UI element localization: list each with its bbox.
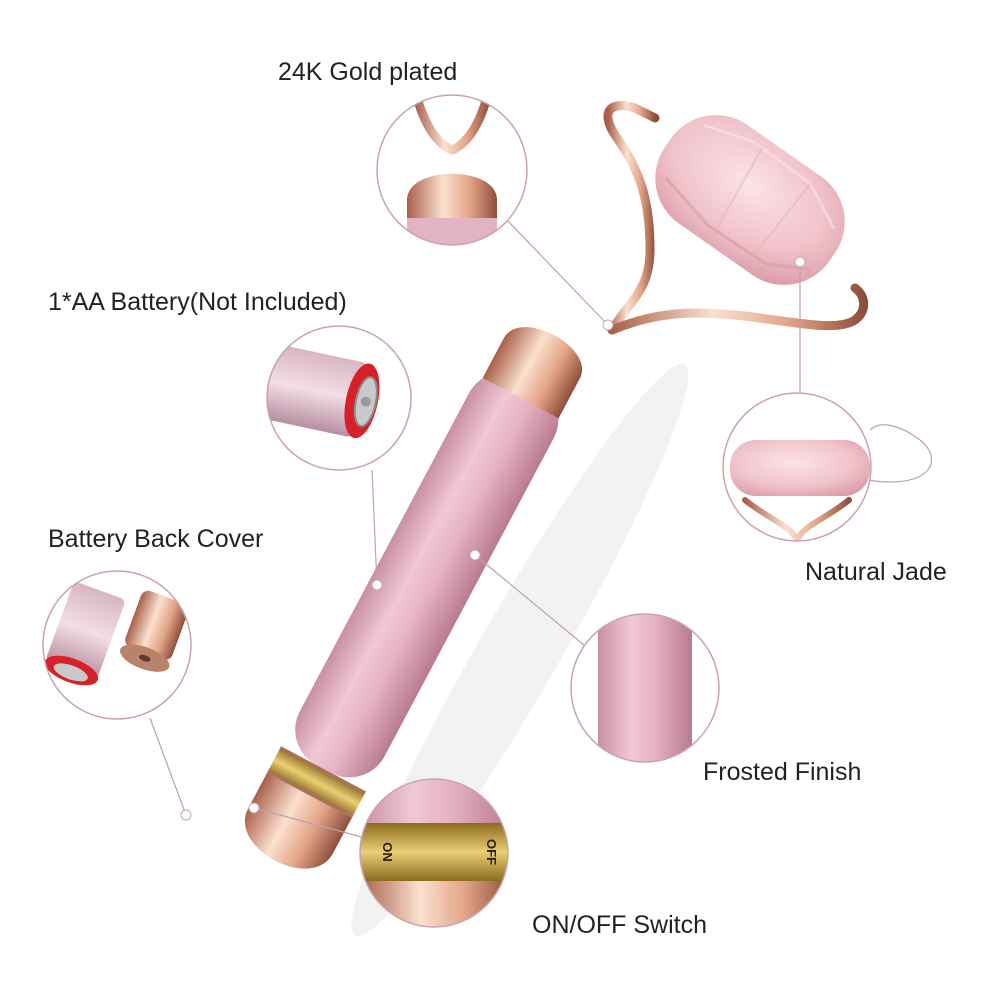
roller-device [245,101,869,869]
label-natural-jade: Natural Jade [805,558,947,586]
anchor-dots [180,256,806,821]
callout-lines [149,217,933,843]
switch-on-mark: ON [380,842,395,862]
bottom-cap [245,772,352,869]
pink-handle [295,371,559,778]
top-cap [482,327,582,419]
switch-band [267,746,366,818]
callout-natural-jade [722,392,872,542]
label-battery: 1*AA Battery(Not Included) [48,288,347,316]
switch-off-mark: OFF [484,839,499,865]
label-battery-back-cover: Battery Back Cover [48,525,264,553]
frame-wire-top [603,101,660,335]
label-on-off-switch: ON/OFF Switch [532,911,708,939]
callout-battery [266,325,412,471]
callout-battery-cover [42,570,192,720]
callout-gold-plated [376,94,528,246]
callout-frosted-finish [570,613,720,763]
label-gold-plated: 24K Gold plated [278,58,458,86]
frame-wire-bottom [607,283,869,335]
label-frosted-finish: Frosted Finish [703,758,862,786]
jade-stone [655,115,845,285]
